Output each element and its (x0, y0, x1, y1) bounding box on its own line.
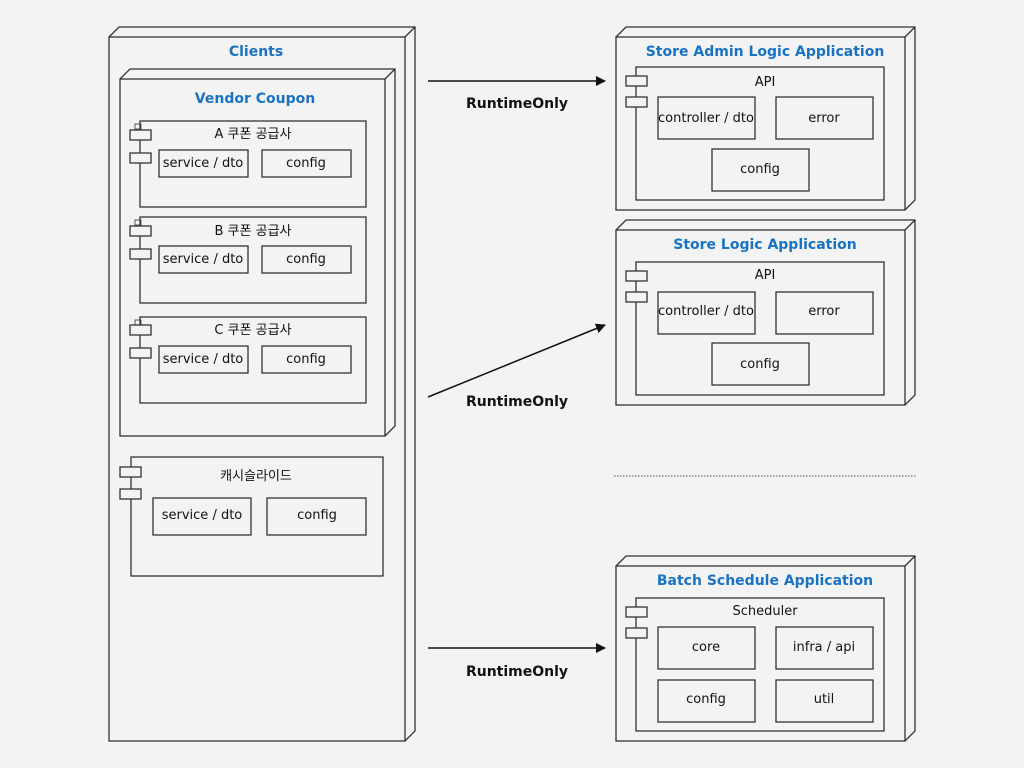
cashslide-service-label: service / dto (161, 508, 243, 523)
vendor-c-label: C 쿠폰 공급사 (214, 323, 292, 338)
vendor-b-component (129, 216, 367, 304)
store-admin-config-label: config (740, 162, 780, 177)
store-logic-node (615, 219, 916, 406)
batch-scheduler-label: Scheduler (732, 604, 798, 619)
cashslide-config-label: config (297, 508, 337, 523)
vendor-c-component (129, 316, 367, 404)
batch-node (615, 555, 916, 742)
batch-title: Batch Schedule Application (656, 573, 874, 589)
clients-title: Clients (228, 44, 284, 60)
vendor-a-service-label: service / dto (162, 156, 244, 171)
cashslide-label: 캐시슬라이드 (220, 469, 292, 484)
vendor-b-service-label: service / dto (162, 252, 244, 267)
arrow-label-1: RuntimeOnly (465, 96, 569, 112)
component-icon (134, 123, 142, 130)
store-admin-api-label: API (754, 75, 776, 90)
batch-util-label: util (813, 692, 835, 707)
vendor-a-label: A 쿠폰 공급사 (214, 127, 292, 142)
store-admin-title: Store Admin Logic Application (645, 44, 885, 60)
store-logic-config-label: config (740, 357, 780, 372)
vendor-coupon-node (119, 68, 396, 437)
arrow-label-2: RuntimeOnly (465, 394, 569, 410)
runtime-arrow-2 (427, 323, 606, 398)
batch-core-label: core (691, 640, 721, 655)
store-admin-node (615, 26, 916, 211)
component-icon (134, 319, 142, 326)
vendor-coupon-title: Vendor Coupon (194, 91, 316, 107)
store-logic-title: Store Logic Application (673, 237, 857, 253)
batch-config-label: config (686, 692, 726, 707)
vendor-a-config-label: config (286, 156, 326, 171)
store-admin-controller-label: controller / dto (658, 111, 754, 126)
store-logic-controller-label: controller / dto (658, 304, 754, 319)
store-logic-error-label: error (808, 304, 840, 319)
vendor-c-config-label: config (286, 352, 326, 367)
store-logic-api-label: API (754, 268, 776, 283)
store-admin-error-label: error (808, 111, 840, 126)
vendor-a-component (129, 120, 367, 208)
cashslide-component (119, 456, 384, 577)
arrow-label-3: RuntimeOnly (465, 664, 569, 680)
batch-infra-label: infra / api (792, 640, 856, 655)
vendor-c-service-label: service / dto (162, 352, 244, 367)
vendor-b-label: B 쿠폰 공급사 (214, 224, 292, 239)
vendor-b-config-label: config (286, 252, 326, 267)
component-icon (134, 219, 142, 226)
